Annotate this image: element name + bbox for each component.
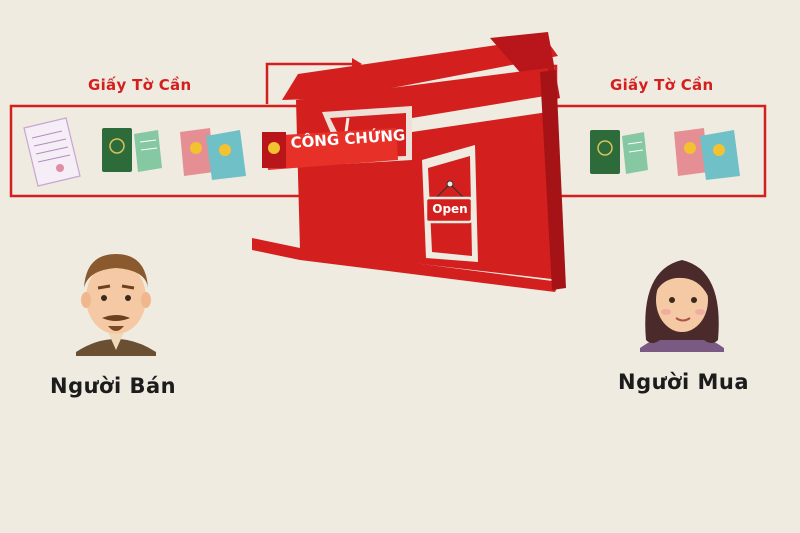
cong-chung-banner <box>262 128 398 170</box>
left-panel-title: Giấy Tờ Cần <box>88 76 192 94</box>
seller-label: Người Bán <box>50 374 177 398</box>
buyer-avatar <box>640 260 724 352</box>
household-book-icons-right <box>674 128 740 180</box>
passport-icon <box>102 128 162 172</box>
seller-avatar <box>76 254 156 356</box>
buyer-label: Người Mua <box>618 370 750 394</box>
land-certificate-icon <box>23 117 81 187</box>
passport-icon-right <box>590 130 648 174</box>
open-sign-text: Open <box>432 202 468 216</box>
open-sign <box>424 180 474 224</box>
right-panel-title: Giấy Tờ Cần <box>610 76 714 94</box>
household-book-icons <box>180 128 246 180</box>
